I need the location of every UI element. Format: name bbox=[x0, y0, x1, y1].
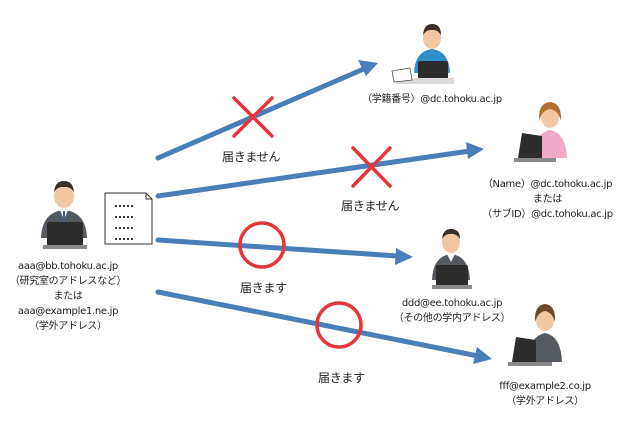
internal-person-icon bbox=[432, 229, 472, 289]
recipient-4-line-1: fff@example2.co.jp bbox=[499, 381, 591, 392]
recipient-address-internal: ddd@ee.tohoku.ac.jp （その他の学内アドレス） bbox=[392, 296, 512, 326]
mail-document-icon bbox=[104, 192, 153, 245]
recipient-address-external: fff@example2.co.jp （学外アドレス） bbox=[490, 379, 600, 409]
cross-mark-staff bbox=[351, 146, 392, 188]
sender-line-5: （学外アドレス） bbox=[29, 321, 107, 332]
recipient-2-line-3: （サブID）@dc.tohoku.ac.jp bbox=[482, 209, 613, 220]
result-label-external: 届きます bbox=[318, 371, 365, 385]
arrow-to-staff bbox=[155, 148, 473, 199]
recipient-1-line-1: （学籍番号）@dc.tohoku.ac.jp bbox=[362, 94, 502, 105]
sender-address: aaa@bb.tohoku.ac.jp （研究室のアドレスなど） または aaa… bbox=[8, 259, 128, 334]
recipient-3-line-1: ddd@ee.tohoku.ac.jp bbox=[401, 298, 503, 309]
student-person-icon bbox=[391, 24, 454, 84]
sender-line-3: または bbox=[53, 291, 83, 302]
sender-line-4: aaa@example1.ne.jp bbox=[17, 306, 119, 317]
result-label-staff: 届きません bbox=[341, 199, 400, 213]
circle-mark-external bbox=[315, 301, 363, 349]
sender-line-2: （研究室のアドレスなど） bbox=[9, 276, 127, 287]
arrowhead-external bbox=[473, 347, 492, 364]
staff-person-icon bbox=[514, 102, 567, 162]
arrowhead-internal bbox=[395, 248, 413, 265]
external-person-icon bbox=[508, 304, 562, 366]
recipient-address-staff: （Name）@dc.tohoku.ac.jp または （サブID）@dc.toh… bbox=[480, 177, 615, 222]
result-label-student: 届きません bbox=[222, 150, 281, 164]
recipient-2-line-2: または bbox=[532, 194, 563, 205]
arrow-to-internal bbox=[155, 237, 401, 259]
sender-line-1: aaa@bb.tohoku.ac.jp bbox=[18, 261, 118, 272]
recipient-3-line-2: （その他の学内アドレス） bbox=[393, 313, 511, 324]
arrow-to-student bbox=[155, 65, 369, 161]
arrowhead-student bbox=[358, 60, 378, 76]
cross-mark-student bbox=[232, 96, 274, 138]
recipient-address-student: （学籍番号）@dc.tohoku.ac.jp bbox=[362, 93, 502, 106]
recipient-2-line-1: （Name）@dc.tohoku.ac.jp bbox=[482, 179, 613, 190]
arrowhead-staff bbox=[466, 142, 484, 159]
circle-mark-internal bbox=[238, 221, 286, 269]
recipient-4-line-2: （学外アドレス） bbox=[506, 396, 584, 407]
result-label-internal: 届きます bbox=[240, 281, 287, 295]
sender-person-icon bbox=[41, 181, 87, 249]
